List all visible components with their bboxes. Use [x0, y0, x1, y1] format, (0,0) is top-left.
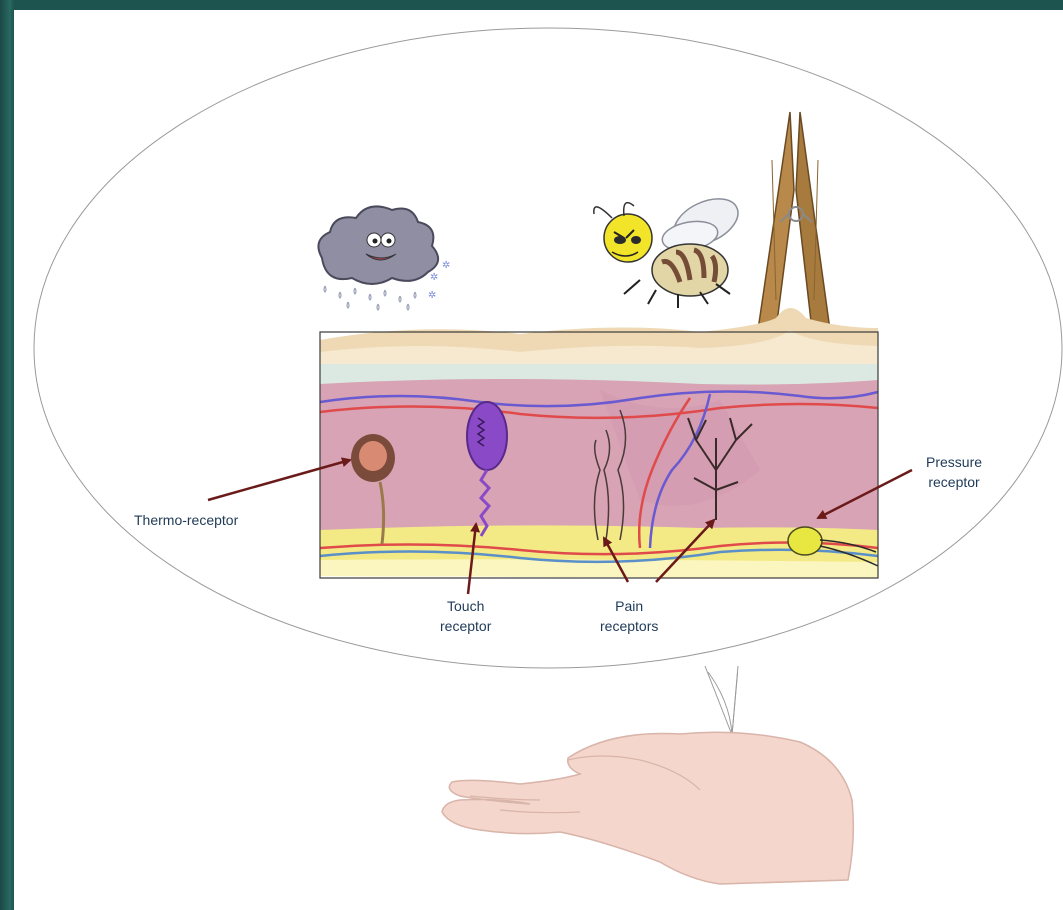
svg-text:✲: ✲: [428, 290, 436, 301]
pressure-receptor-label: Pressure receptor: [926, 452, 982, 492]
thermo-receptor-text: Thermo-receptor: [134, 510, 238, 530]
touch-receptor-label: Touch receptor: [440, 596, 491, 636]
touch-receptor-line1: Touch: [440, 596, 491, 616]
thermo-receptor-label: Thermo-receptor: [134, 510, 238, 530]
pain-receptors-line2: receptors: [600, 616, 658, 636]
open-hand-icon: [442, 732, 853, 884]
svg-text:✲: ✲: [442, 260, 450, 271]
pressure-receptor-line1: Pressure: [926, 452, 982, 472]
pain-receptors-line1: Pain: [600, 596, 658, 616]
skin-cross-section: [320, 308, 878, 578]
touch-receptor-line2: receptor: [440, 616, 491, 636]
pressure-receptor-line2: receptor: [926, 472, 982, 492]
svg-text:✲: ✲: [430, 272, 438, 283]
pain-receptors-label: Pain receptors: [600, 596, 658, 636]
